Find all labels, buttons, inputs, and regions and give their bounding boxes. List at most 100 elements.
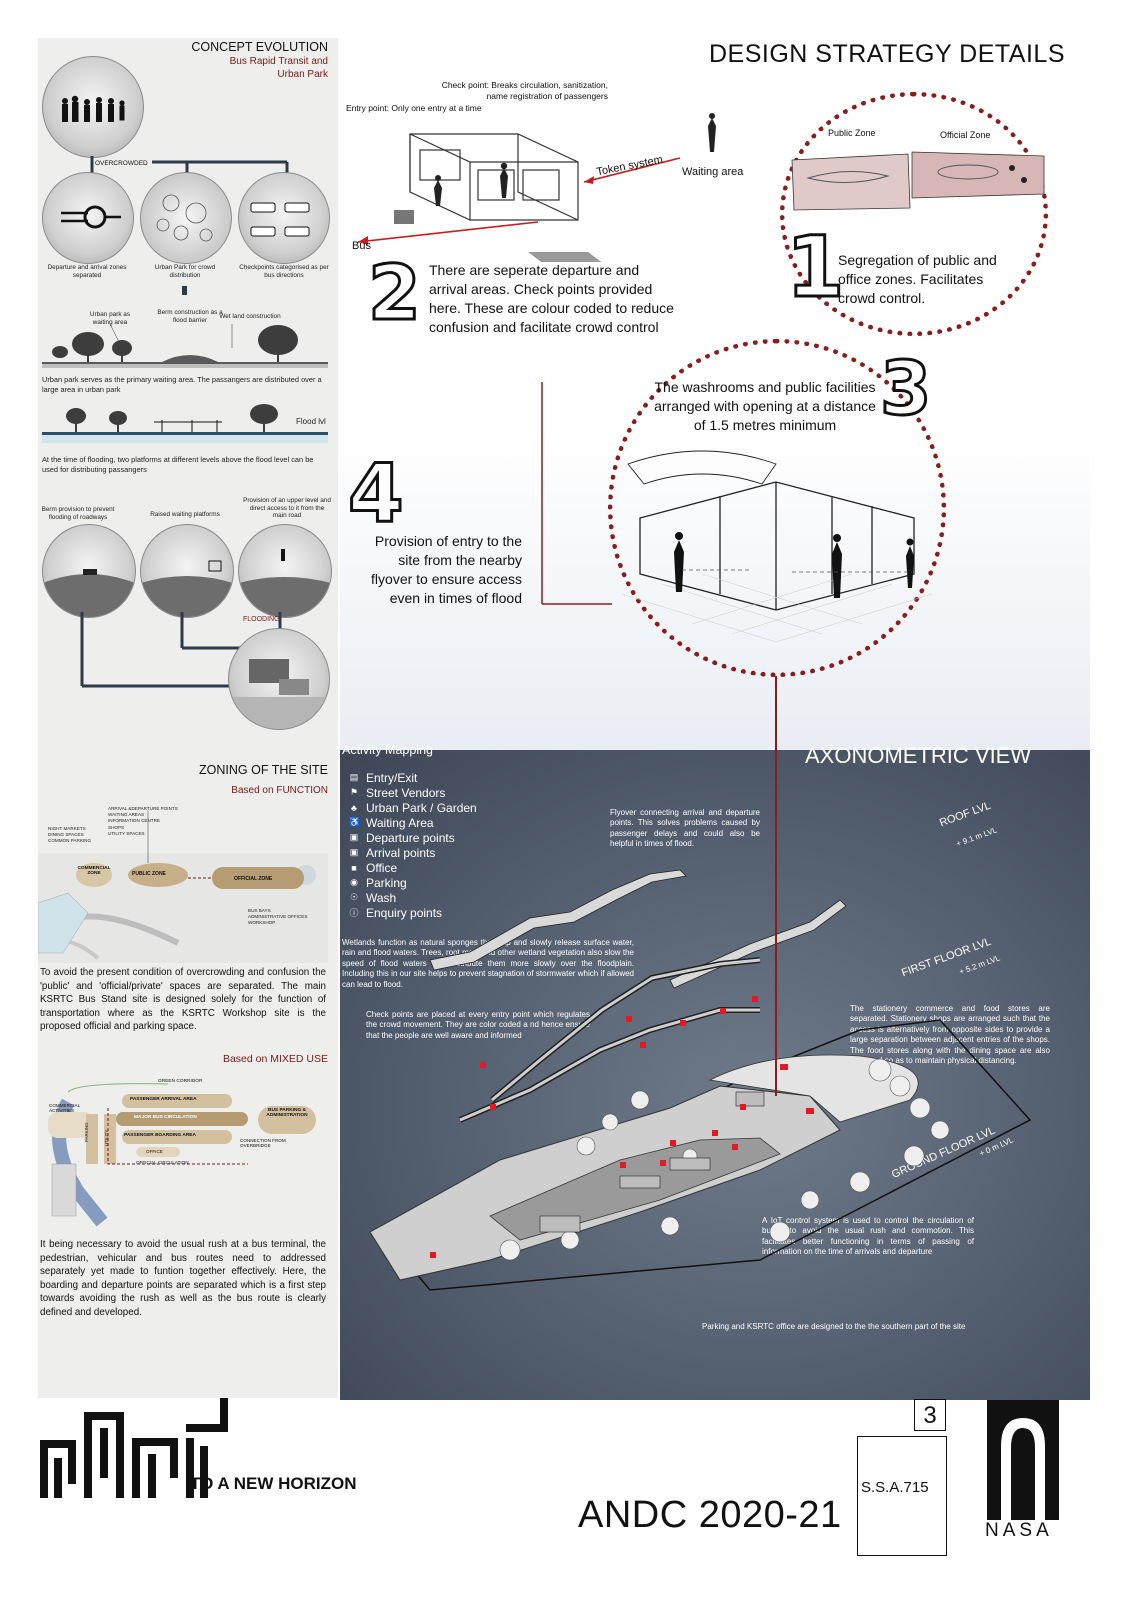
checkpoint-circle <box>238 172 330 264</box>
flooding-circle <box>228 628 330 730</box>
street-vendor-icon: ⚑ <box>349 787 359 797</box>
official-zone-label: Official Zone <box>940 130 991 140</box>
legend-label: Departure points <box>366 830 455 845</box>
zoning-mixed-text: It being necessary to avoid the usual ru… <box>40 1239 326 1318</box>
legend-label: Waiting Area <box>366 815 434 830</box>
flooding-label: FLOODING <box>243 616 280 623</box>
parking-icon: ◉ <box>350 877 358 887</box>
departure-diagram <box>61 205 121 229</box>
zoning-title: ZONING OF THE SITE <box>199 763 328 777</box>
passenger-arrival-label: PASSENGER ARRIVAL AREA <box>130 1097 197 1102</box>
function-label-utility: UTILITY SPACES <box>108 830 145 836</box>
function-bottom-list: BUS BAYS ADMINISTRATIVE OFFICES WORKSHOP <box>248 908 307 927</box>
connector-block <box>182 286 187 295</box>
function-label-night: NIGHT MARKETS <box>48 826 86 831</box>
parking-office-text: Parking and KSRTC office are designed to… <box>702 1322 966 1331</box>
axonometric-panel <box>340 750 1090 1400</box>
bus-parking-admin-label: BUS PARKING & ADMINISTRATION <box>266 1108 308 1118</box>
legend-label: Office <box>366 860 398 875</box>
axonometric-drawing <box>369 869 1032 1291</box>
concept-connector-lines <box>90 156 289 176</box>
legend-label: Parking <box>366 875 407 890</box>
legend-arrival: ▣Arrival points <box>349 845 477 860</box>
function-arrival-list: ARRIVAL &DEPARTURE POINTS WAITING AREAS … <box>108 806 178 837</box>
flood-level-label: Flood lvl <box>296 417 326 426</box>
nasa-logo-text: NASA <box>985 1520 1053 1541</box>
strategy-text-3: The washrooms and public facilities arra… <box>654 379 876 433</box>
legend-label: Entry/Exit <box>366 770 418 785</box>
activity-legend: ▤ Entry/Exit ⚑ Street Vendors ♣Urban Park … <box>349 770 477 920</box>
checkpoint-sketch <box>250 202 310 237</box>
commercial-zone-label: COMMERCIAL ZONE <box>77 866 111 876</box>
zoning-function-sub: Based on FUNCTION <box>231 785 328 796</box>
competition-title: ANDC 2020-21 <box>578 1494 842 1536</box>
raised-sketch <box>141 560 233 617</box>
legend-entry-exit: ▤ Entry/Exit <box>349 770 477 785</box>
zone-plan <box>791 151 1045 211</box>
crowd-silhouettes <box>62 95 125 122</box>
checkpoint-label: Check point: Breaks circulation, sanitiz… <box>441 80 608 101</box>
label-berm-provision: Berm provision to prevent flooding of ro… <box>41 506 115 521</box>
legend-label: Urban Park / Garden <box>366 800 477 815</box>
team-logo <box>40 1398 228 1498</box>
legend-street-vendors: ⚑ Street Vendors <box>349 785 477 800</box>
upper-level-circle <box>238 524 332 618</box>
text-flood: At the time of flooding, two platforms a… <box>42 455 314 474</box>
crowd-circle <box>42 56 144 158</box>
sheet-number: 3 <box>914 1399 946 1431</box>
entry-point-label: Entry point: Only one entry at a time <box>346 103 482 113</box>
enquiry-icon: ⓘ <box>349 908 359 918</box>
legend-urban-park: ♣Urban Park / Garden <box>349 800 477 815</box>
section-flood <box>42 404 328 443</box>
departure-circle <box>42 172 134 264</box>
checkpoint-diagram <box>357 113 716 262</box>
function-label-arrival: ARRIVAL &DEPARTURE POINTS <box>108 806 178 811</box>
text-urban-park: Urban park serves as the primary waiting… <box>42 375 322 394</box>
flyover-text: Flyover connecting arrival and departure… <box>610 808 760 849</box>
utility-vertical-label: UTILITY <box>104 1129 109 1146</box>
bus-icon: ▣ <box>349 832 359 842</box>
zoning-function-text: To avoid the present condition of overcr… <box>40 967 326 1033</box>
office-label: OFFICE <box>146 1149 163 1154</box>
overcrowded-label: OVERCROWDED <box>95 160 148 167</box>
park-sketch <box>156 194 213 242</box>
legend-label: Street Vendors <box>366 785 446 800</box>
activity-mapping-title: Activity Mapping <box>342 743 434 757</box>
entry-exit-icon: ▤ <box>349 772 359 782</box>
office-icon: ■ <box>351 862 357 873</box>
legend-waiting-area: ♿Waiting Area <box>349 815 477 830</box>
strategy-text-4: Provision of entry to the site from the … <box>371 533 522 606</box>
washroom-diagram <box>622 450 932 643</box>
official-circulation-label: OFFICIAL CIRCULATION <box>136 1160 189 1165</box>
label-berm: Berm construction as a flood barrier <box>157 309 223 324</box>
function-label-workshop: WORKSHOP <box>248 920 276 926</box>
registered-mark: ® <box>1052 1510 1059 1520</box>
major-bus-circulation-label: MAJOR BUS CIRCULATION <box>134 1115 197 1120</box>
public-zone-label: Public Zone <box>828 128 876 138</box>
function-label-bus-bays: BUS BAYS <box>248 908 271 913</box>
caption-park: Urban Park for crowd distribution <box>154 264 216 279</box>
entry-code-box <box>857 1436 947 1556</box>
passenger-boarding-label: PASSENGER BOARDING AREA <box>124 1133 196 1138</box>
label-upper-level: Provision of an upper level and direct a… <box>243 497 331 520</box>
strategy-circle-3 <box>608 339 946 677</box>
legend-office: ■ Office <box>349 860 477 875</box>
function-label-admin: ADMINISTRATIVE OFFICES <box>248 914 308 920</box>
legend-departure: ▣ Departure points <box>349 830 477 845</box>
strategy-text-2: There are seperate departure and arrival… <box>429 262 674 335</box>
design-strategy-title: DESIGN STRATEGY DETAILS <box>708 40 1065 68</box>
strategy-number-1: 1 <box>784 218 845 316</box>
function-label-dining: DINING SPACES <box>48 832 84 838</box>
wash-icon: ☉ <box>349 892 359 902</box>
iot-text: A IoT control system is used to control … <box>762 1216 974 1257</box>
label-raised-platforms: Raised waiting platforms <box>150 511 220 518</box>
legend-parking: ◉ Parking <box>349 875 477 890</box>
section-urban-park <box>42 323 328 368</box>
legend-label: Wash <box>366 890 397 905</box>
urban-park-circle <box>140 172 232 264</box>
berm-circle <box>42 524 136 618</box>
zoning-mixed-diagram <box>48 1083 316 1227</box>
caption-checkpoints: Checkpoints categorised as per bus direc… <box>239 264 329 279</box>
raised-platform-circle <box>140 524 234 618</box>
